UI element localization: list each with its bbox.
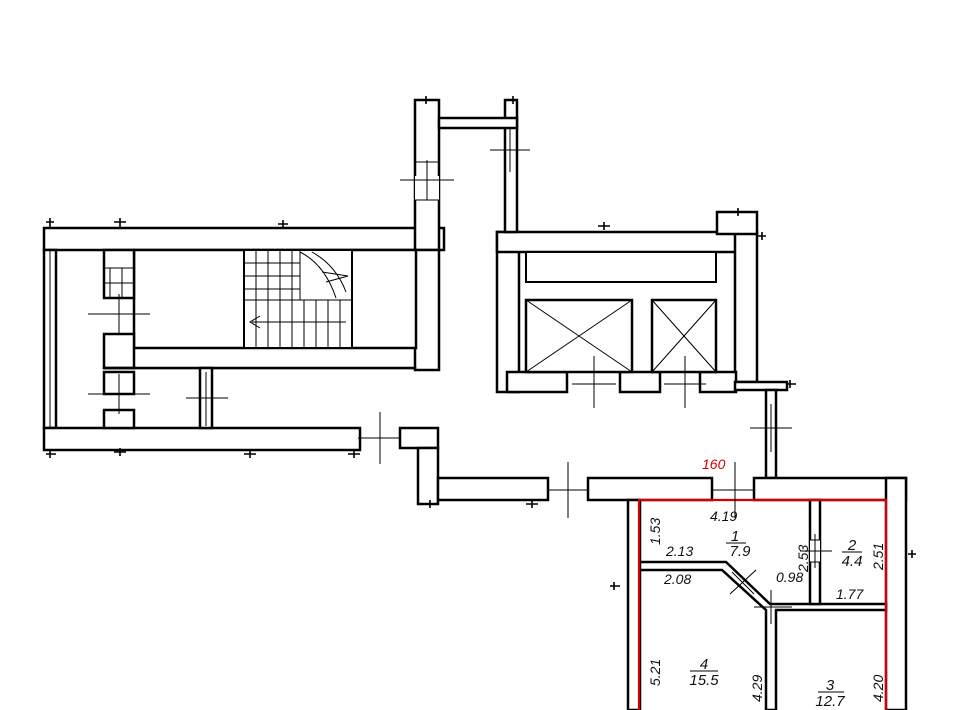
room-3-number: 3 bbox=[826, 677, 835, 694]
dim-4-19: 4.19 bbox=[710, 508, 737, 524]
dim-4-29: 4.29 bbox=[749, 675, 765, 702]
dim-0-98: 0.98 bbox=[776, 569, 803, 585]
room-4-number: 4 bbox=[700, 656, 708, 673]
door-marks bbox=[88, 128, 832, 624]
column-marks bbox=[46, 96, 916, 590]
room-3-area: 12.7 bbox=[815, 693, 845, 710]
elevator-hall-walls bbox=[437, 98, 789, 480]
dim-2-53: 2.53 bbox=[795, 545, 811, 573]
staircase bbox=[104, 249, 353, 349]
dim-4-20: 4.20 bbox=[870, 675, 886, 702]
room-2-number: 2 bbox=[847, 537, 857, 554]
dim-5-21: 5.21 bbox=[647, 659, 663, 686]
dim-2-51: 2.51 bbox=[870, 543, 886, 571]
left-wing-walls bbox=[42, 98, 446, 452]
apartment-number-label: 160 bbox=[702, 456, 726, 472]
dim-2-08: 2.08 bbox=[663, 571, 691, 587]
room-2-area: 4.4 bbox=[842, 553, 863, 570]
highlighted-apartment-outline bbox=[637, 498, 888, 710]
room-1-number: 1 bbox=[731, 528, 739, 545]
dim-1-53: 1.53 bbox=[647, 518, 663, 545]
room-1-area: 7.9 bbox=[730, 543, 752, 560]
dim-2-13: 2.13 bbox=[665, 543, 693, 559]
lower-corridor-walls bbox=[398, 426, 908, 710]
dim-1-77: 1.77 bbox=[836, 586, 864, 602]
room-4-area: 15.5 bbox=[689, 672, 719, 689]
